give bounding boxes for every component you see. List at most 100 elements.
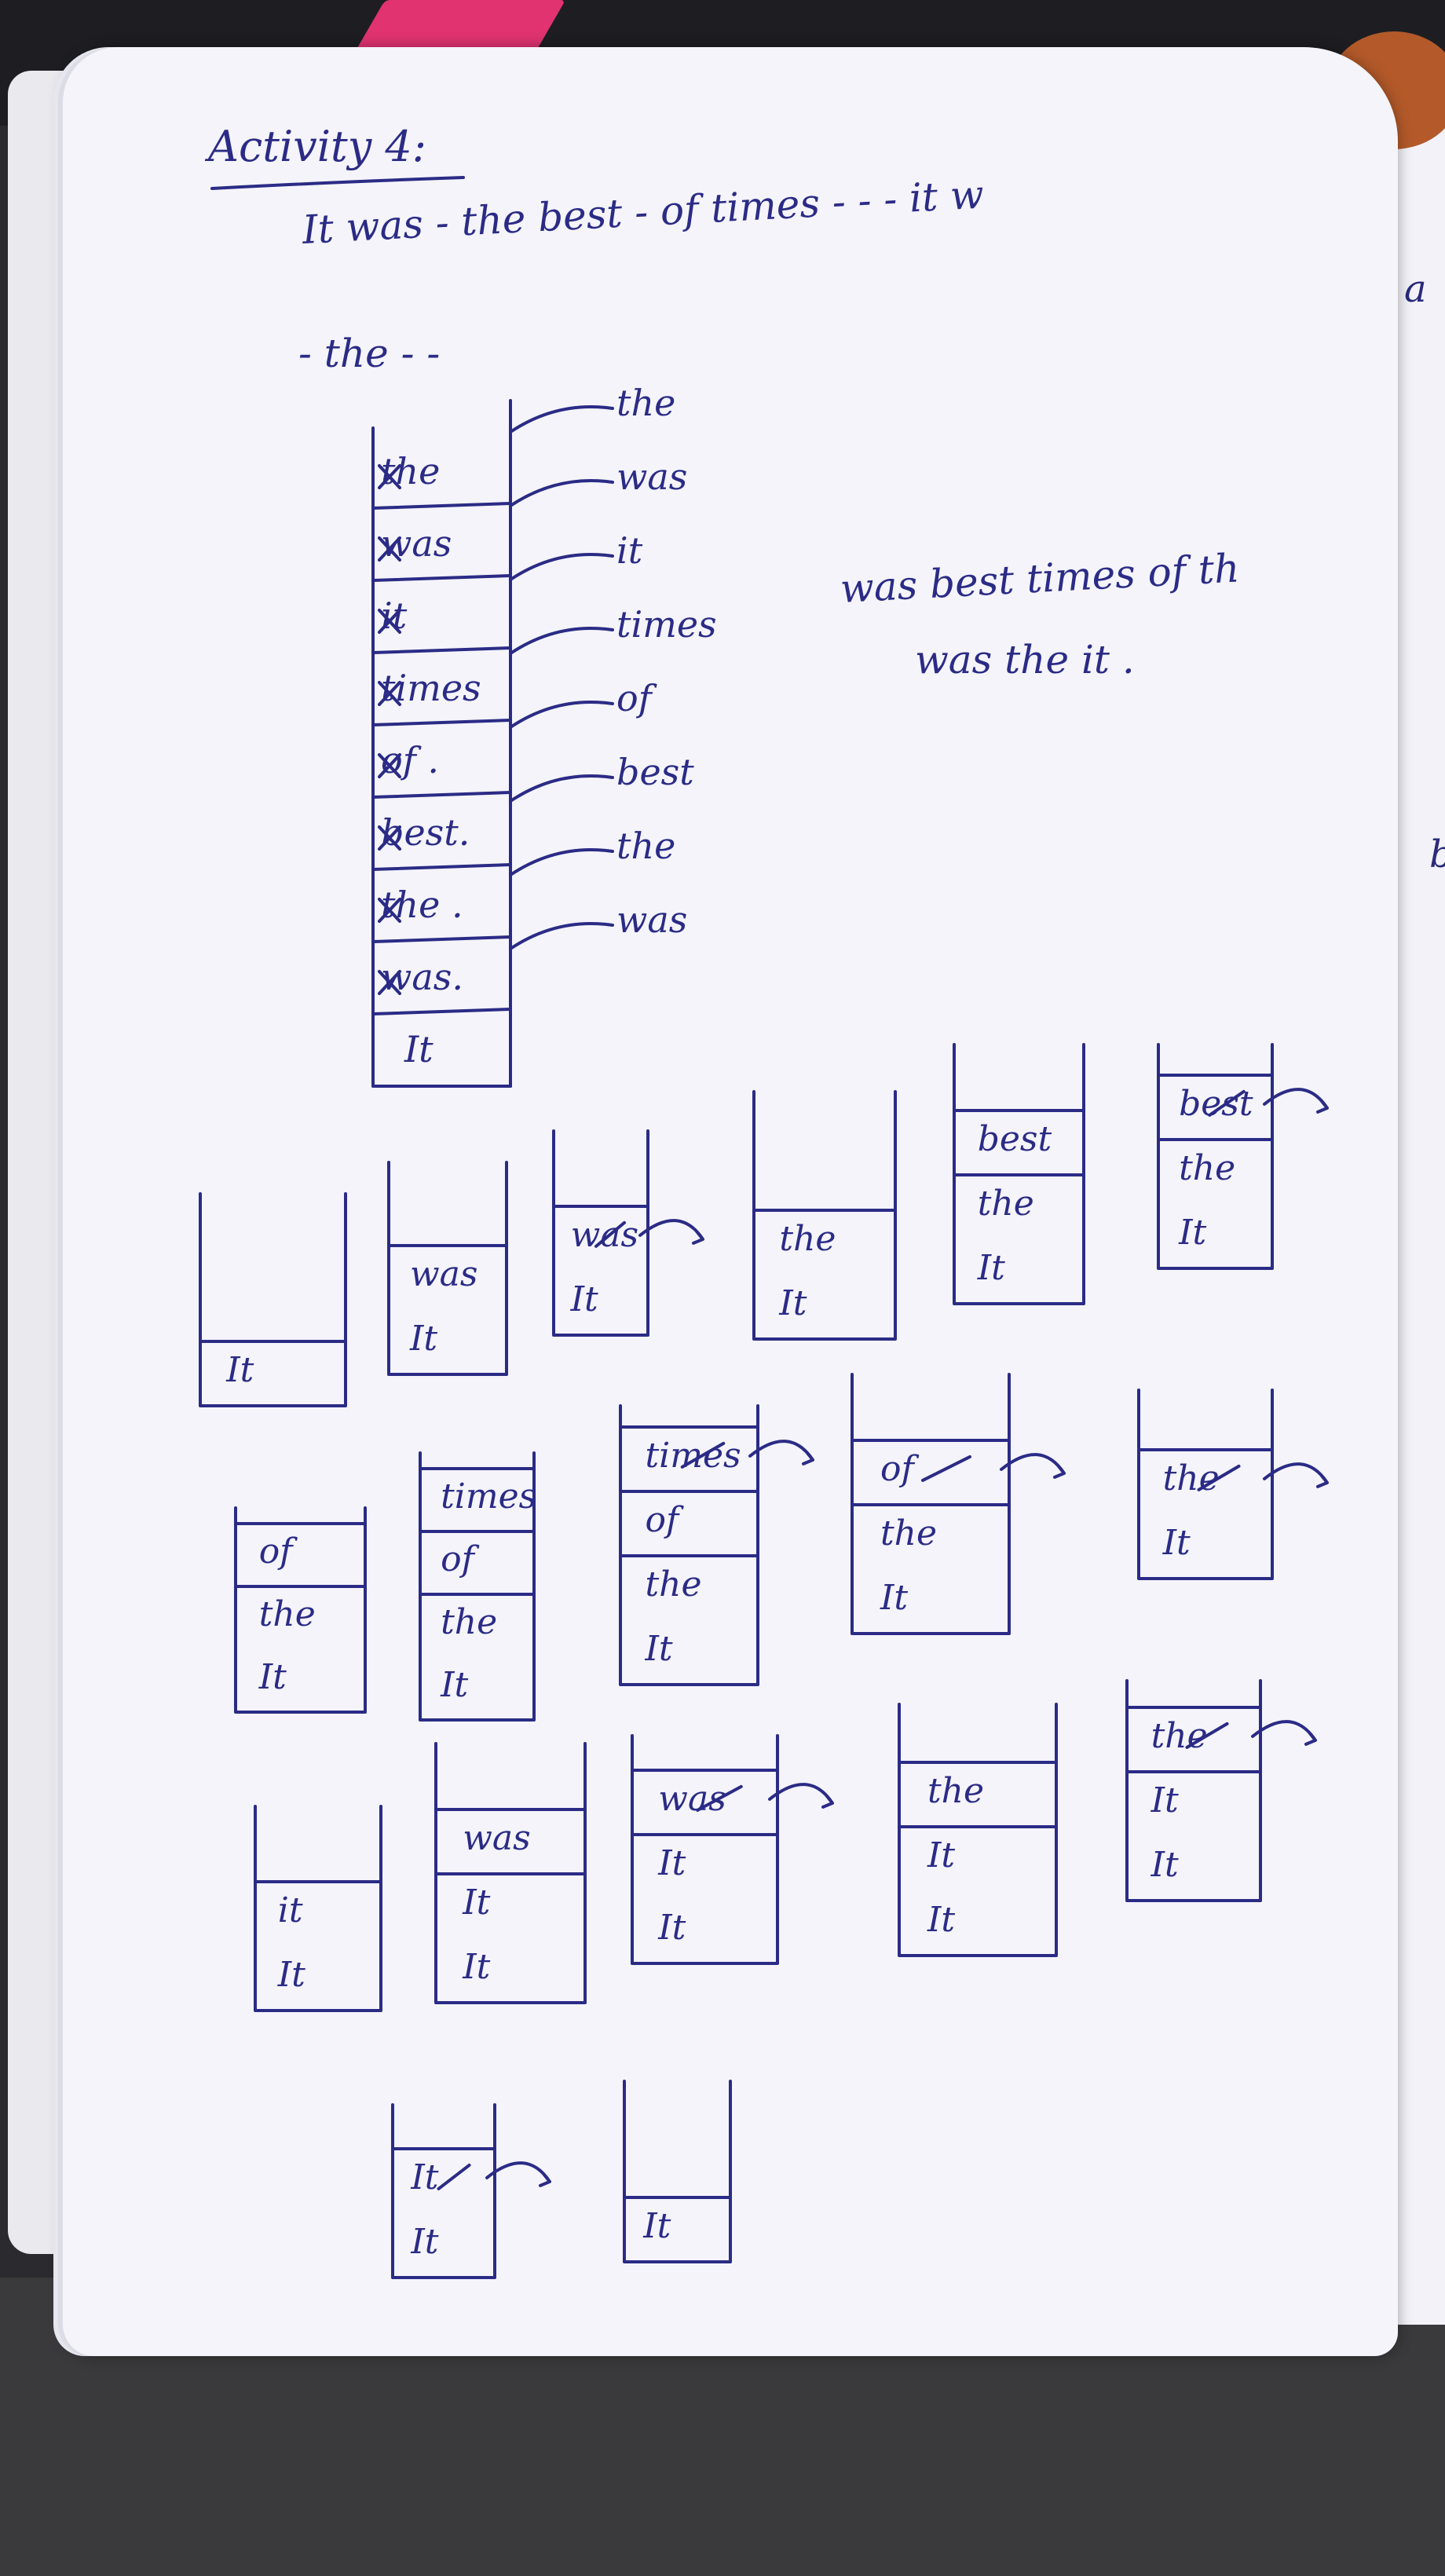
cross-mark xyxy=(680,1441,726,1469)
tall-stack-label: was xyxy=(616,456,688,498)
pop-arrow-icon xyxy=(1263,1088,1329,1114)
tall-stack-label: was xyxy=(616,898,688,941)
stack xyxy=(199,1192,347,1407)
stack-cell: It xyxy=(1151,1844,1179,1885)
pop-arrow-icon xyxy=(768,1783,834,1809)
pointer-curve xyxy=(509,479,614,507)
stack-cell: the xyxy=(645,1564,702,1605)
pop-arrow-icon xyxy=(638,1219,704,1245)
stack-cell: It xyxy=(441,1665,469,1706)
pointer-curve xyxy=(509,701,614,729)
stack-cell: It xyxy=(410,1318,438,1359)
stack-cell: It xyxy=(226,1349,254,1390)
stack xyxy=(1137,1389,1329,1580)
cross-mark xyxy=(696,1784,743,1812)
stack-cell: the xyxy=(880,1513,938,1553)
stack-cell: the xyxy=(1162,1458,1220,1498)
stack-cell: times xyxy=(645,1435,741,1476)
cross-mark xyxy=(921,1454,971,1482)
right-page-letter: b xyxy=(1429,832,1445,876)
stack-cell: It xyxy=(658,1907,686,1948)
tall-stack-divider xyxy=(371,1008,512,1015)
stack-cell: the xyxy=(977,1183,1034,1224)
stack-cell: the xyxy=(927,1770,985,1811)
stack-cell: It xyxy=(570,1279,598,1319)
tall-stack-label: times xyxy=(616,603,717,646)
tall-stack-divider xyxy=(371,863,512,871)
stack-cell: the xyxy=(1151,1715,1208,1756)
tall-stack-divider xyxy=(371,935,512,943)
stack-cell: It xyxy=(277,1954,305,1995)
stack xyxy=(619,1404,814,1686)
stack-cell: was xyxy=(410,1253,478,1294)
cross-mark xyxy=(1208,1089,1246,1117)
pop-arrow-icon xyxy=(485,2161,551,2187)
stack-cell: it xyxy=(277,1890,303,1930)
cross-mark xyxy=(378,681,401,706)
stack-cell: of xyxy=(880,1448,914,1489)
pop-arrow-icon xyxy=(748,1440,814,1465)
tall-stack-cell: was xyxy=(381,522,452,565)
tall-stack-cell: it xyxy=(381,595,408,637)
stack xyxy=(851,1373,1066,1635)
tall-stack-divider xyxy=(371,791,512,799)
stack-cell: best xyxy=(977,1118,1052,1159)
tall-stack-divider xyxy=(371,574,512,582)
stack xyxy=(623,2080,732,2263)
tall-stack-cell: of . xyxy=(381,739,439,781)
stack-cell: It xyxy=(927,1835,956,1875)
stack xyxy=(1157,1043,1329,1270)
right-page-letter: a xyxy=(1404,267,1427,311)
stack-cell: It xyxy=(463,1946,491,1987)
stack xyxy=(898,1703,1058,1957)
stack-cell: the xyxy=(258,1594,316,1635)
stack-cell: It xyxy=(927,1899,956,1940)
stack-cell: the xyxy=(441,1602,498,1643)
tall-stack-cell: best. xyxy=(381,811,470,854)
stack xyxy=(387,1161,508,1376)
page-heading: Activity 4: xyxy=(208,122,426,171)
stack-cell: was xyxy=(658,1778,726,1819)
pointer-curve xyxy=(509,922,614,950)
stack-cell: the xyxy=(1179,1147,1236,1188)
stack-cell: It xyxy=(1179,1212,1207,1253)
stack-cell: It xyxy=(658,1842,686,1883)
stack xyxy=(631,1734,834,1965)
stack-cell: It xyxy=(463,1882,491,1923)
stack-cell: It xyxy=(880,1577,909,1618)
cross-mark xyxy=(1185,1722,1229,1749)
cross-mark xyxy=(378,536,401,562)
pointer-curve xyxy=(509,553,614,581)
tall-stack-divider xyxy=(371,719,512,726)
stack xyxy=(419,1451,536,1722)
cross-mark xyxy=(378,970,401,995)
stack-cell: It xyxy=(977,1247,1005,1288)
stack-cell: It xyxy=(1162,1522,1191,1563)
tall-stack-cell: the xyxy=(381,450,441,492)
stack xyxy=(552,1129,704,1337)
tall-stack-cell: It xyxy=(404,1028,434,1070)
stack-cell: the xyxy=(779,1218,836,1259)
cross-mark xyxy=(378,609,401,634)
pointer-curve xyxy=(509,405,614,434)
stack xyxy=(1125,1679,1317,1902)
tall-stack-cell: was. xyxy=(381,956,464,998)
stack-cell: It xyxy=(779,1283,807,1323)
tall-stack-cell: times xyxy=(381,667,481,709)
tall-stack-cell: the . xyxy=(381,884,463,926)
stack-cell: It xyxy=(411,2221,439,2262)
cross-mark xyxy=(378,464,401,489)
stack xyxy=(752,1090,897,1341)
stack-cell: was xyxy=(570,1214,639,1255)
stack-cell: of xyxy=(645,1499,679,1540)
tall-stack-label: it xyxy=(616,529,643,572)
stack-cell: of xyxy=(258,1531,293,1572)
tall-stack-divider xyxy=(371,502,512,510)
stack-cell: It xyxy=(643,2205,671,2246)
stack-cell: was xyxy=(463,1817,531,1858)
stack xyxy=(953,1043,1085,1305)
stack xyxy=(434,1742,587,2004)
output-line-2: was the it . xyxy=(915,637,1135,682)
